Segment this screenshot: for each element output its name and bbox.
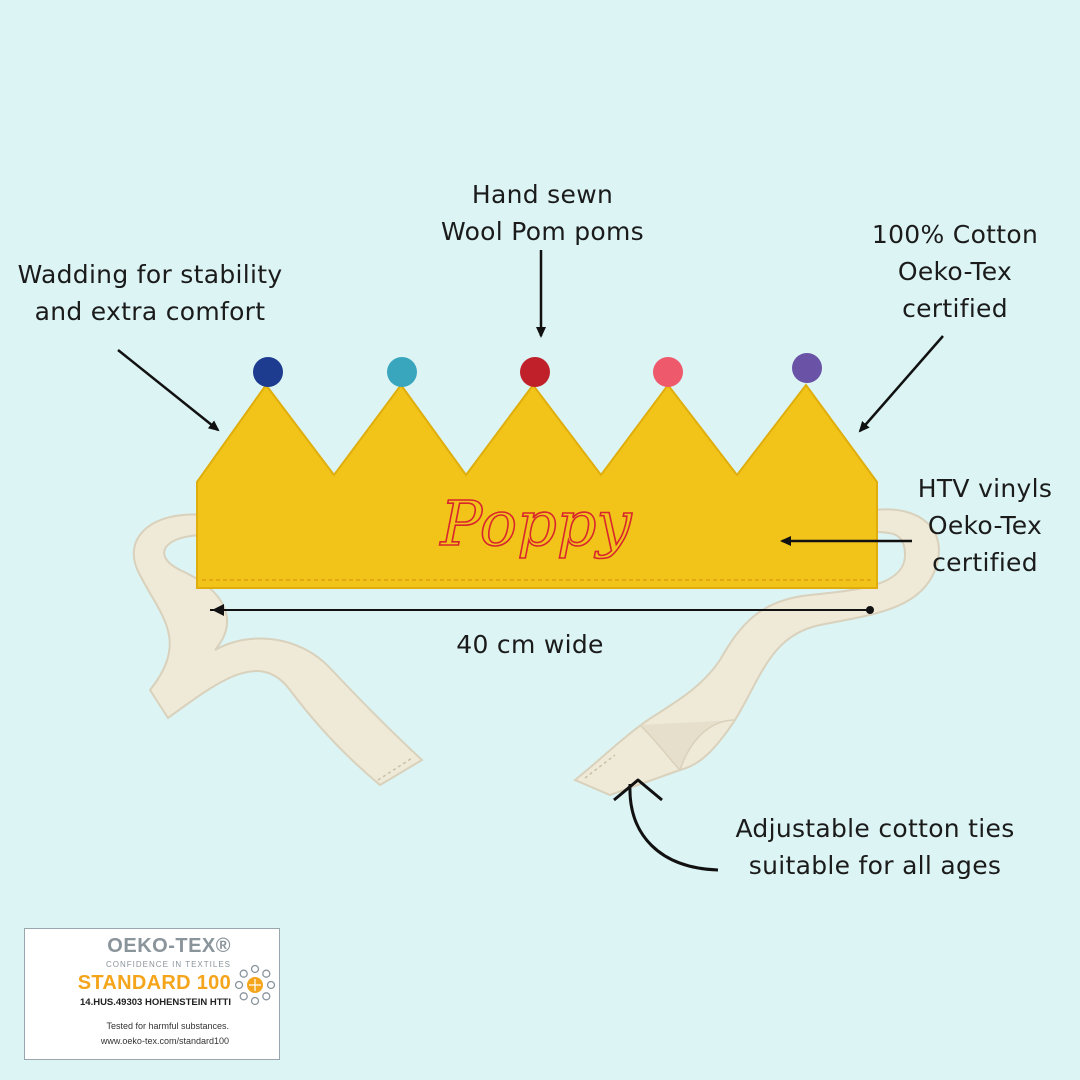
crown-body [196, 383, 878, 589]
pompom-purple [792, 353, 822, 383]
left-tie-stitch [377, 757, 413, 781]
oeko-tex-brand: OEKO-TEX® [107, 935, 231, 957]
left-cotton-tie [132, 513, 424, 787]
oeko-tex-tested-note: Tested for harmful substances. [106, 1021, 229, 1031]
ties-arrow [628, 783, 719, 872]
oeko-tex-standard: STANDARD 100 [77, 972, 231, 994]
oeko-tex-emblem-icon [234, 964, 276, 1006]
pompom-navy [253, 357, 283, 387]
pompom-teal [387, 357, 417, 387]
width-measure-endpoint [866, 606, 874, 614]
oeko-tex-url: www.oeko-tex.com/standard100 [100, 1036, 229, 1046]
width-annotation-text: 40 cm wide [456, 630, 604, 659]
ties-arrow-head [613, 778, 663, 802]
crown-name-text: Poppy [440, 487, 633, 560]
htv-annotation-line2: Oeko-Tex [927, 511, 1043, 540]
cotton-annotation: 100% Cotton Oeko-Tex certified [850, 216, 1060, 327]
ties-annotation: Adjustable cotton ties suitable for all … [700, 810, 1050, 884]
width-annotation: 40 cm wide [420, 626, 640, 663]
oeko-tex-certificate-label: OEKO-TEX® CONFIDENCE IN TEXTILES STANDAR… [24, 928, 280, 1060]
pompoms-annotation: Hand sewn Wool Pom poms [420, 176, 665, 250]
cotton-annotation-line1: 100% Cotton [871, 220, 1039, 249]
right-tie-stitch [584, 754, 616, 779]
width-measure-arrowhead [212, 604, 224, 616]
cotton-annotation-line3: certified [902, 294, 1008, 323]
wadding-annotation: Wadding for stability and extra comfort [0, 256, 300, 330]
ties-annotation-line1: Adjustable cotton ties [735, 814, 1015, 843]
htv-annotation: HTV vinyls Oeko-Tex certified [900, 470, 1070, 581]
htv-annotation-line1: HTV vinyls [917, 474, 1053, 503]
pompom-red [520, 357, 550, 387]
wadding-annotation-line1: Wadding for stability [17, 260, 283, 289]
ties-annotation-line2: suitable for all ages [748, 851, 1002, 880]
oeko-tex-certificate-number: 14.HUS.49303 HOHENSTEIN HTTI [80, 997, 231, 1008]
pompoms-annotation-line2: Wool Pom poms [441, 217, 644, 246]
pompoms-annotation-line1: Hand sewn [471, 180, 614, 209]
oeko-tex-tagline: CONFIDENCE IN TEXTILES [106, 960, 231, 969]
wadding-arrow [117, 349, 220, 432]
htv-annotation-line3: certified [932, 548, 1038, 577]
cotton-annotation-line2: Oeko-Tex [897, 257, 1013, 286]
right-tie-overlap [639, 719, 736, 772]
pompom-coral [653, 357, 683, 387]
cotton-arrow [858, 335, 944, 433]
wadding-annotation-line2: and extra comfort [34, 297, 266, 326]
